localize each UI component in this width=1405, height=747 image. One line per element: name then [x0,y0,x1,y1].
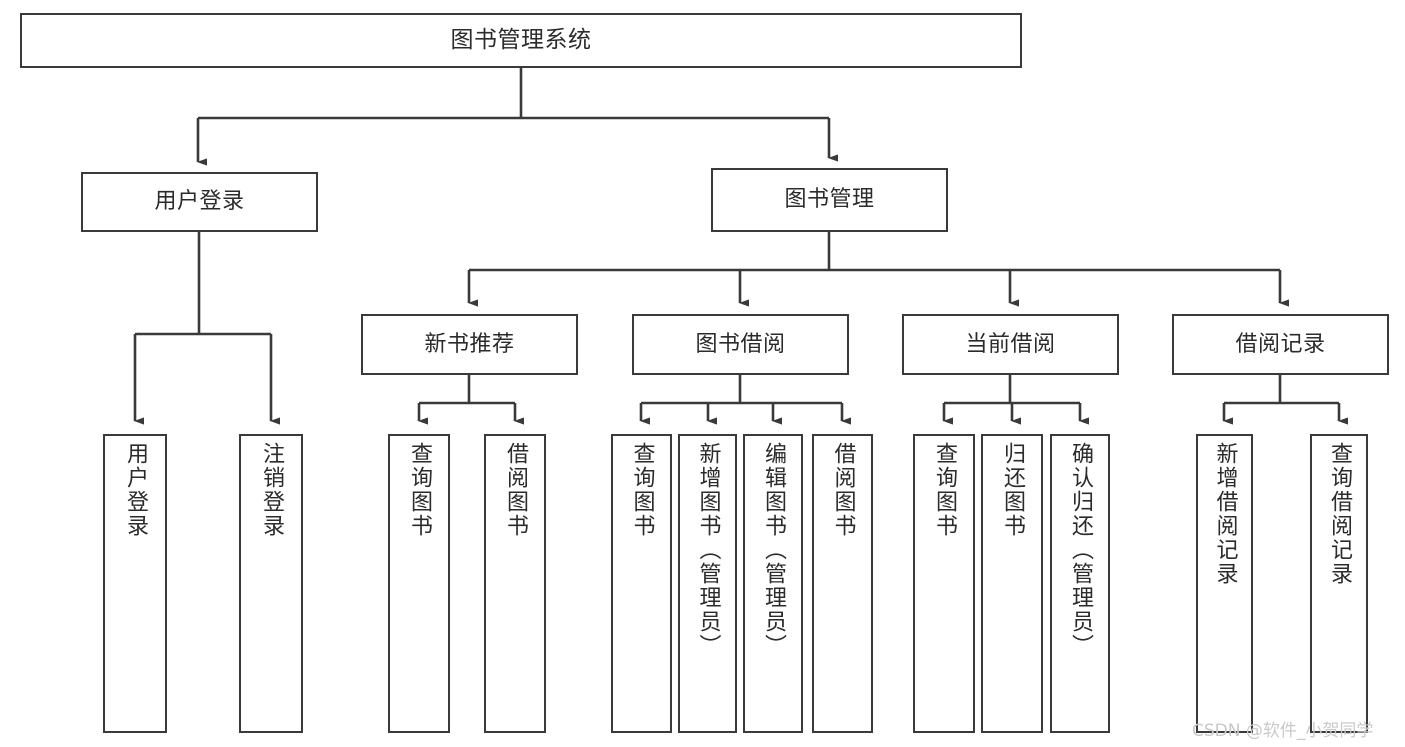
node-label: 查询借阅记录 [1326,442,1352,586]
leaf-newbook-query-book[interactable]: 查询图书 [388,434,450,733]
edges-borrowbook-to-leaves [639,375,851,425]
node-label: 图书管理 [784,187,875,213]
node-label: 确认归还（管理员） [1067,442,1093,658]
leaf-logout[interactable]: 注销登录 [239,434,303,733]
edges-root-to-level2 [196,68,838,166]
leaf-borrow-edit-book-admin[interactable]: 编辑图书（管理员） [743,434,803,733]
node-label: 当前借阅 [965,331,1056,357]
node-label: 归还图书 [999,442,1025,538]
edges-borrowrecord-to-leaves [1222,375,1348,425]
node-label: 借阅图书 [502,442,528,538]
node-label: 注销登录 [258,442,284,538]
node-label: 用户登录 [154,189,245,215]
node-borrow-record[interactable]: 借阅记录 [1172,314,1389,375]
node-label: 用户登录 [122,442,148,538]
leaf-borrow-query-book[interactable]: 查询图书 [611,434,672,733]
node-user-login[interactable]: 用户登录 [81,172,318,232]
node-current-borrow[interactable]: 当前借阅 [902,314,1119,375]
node-label: 借阅记录 [1235,331,1326,357]
leaf-current-confirm-return-admin[interactable]: 确认归还（管理员） [1050,434,1110,733]
node-label: 新增借阅记录 [1212,442,1238,586]
edges-newbook-to-leaves [417,375,524,425]
leaf-current-return-book[interactable]: 归还图书 [981,434,1043,733]
node-label: 新书推荐 [424,331,515,357]
node-root-system[interactable]: 图书管理系统 [20,13,1022,68]
leaf-current-query-book[interactable]: 查询图书 [913,434,975,733]
node-new-book-recommendation[interactable]: 新书推荐 [361,314,578,375]
node-label: 图书管理系统 [450,26,592,53]
edges-bookmgmt-to-level3 [467,232,1289,307]
node-book-management[interactable]: 图书管理 [711,168,948,232]
edges-currentborrow-to-leaves [942,375,1089,425]
node-label: 编辑图书（管理员） [760,442,786,658]
leaf-user-login[interactable]: 用户登录 [103,434,167,733]
node-label: 图书借阅 [695,331,786,357]
node-label: 借阅图书 [830,442,856,538]
edges-userlogin-to-leaves [133,232,280,425]
leaf-record-add-borrow-record[interactable]: 新增借阅记录 [1196,434,1253,733]
node-label: 查询图书 [931,442,957,538]
node-label: 新增图书（管理员） [695,442,721,658]
leaf-borrow-borrow-book[interactable]: 借阅图书 [812,434,873,733]
leaf-newbook-borrow-book[interactable]: 借阅图书 [484,434,546,733]
node-book-borrow[interactable]: 图书借阅 [632,314,849,375]
leaf-record-query-borrow-record[interactable]: 查询借阅记录 [1310,434,1368,733]
node-label: 查询图书 [406,442,432,538]
node-label: 查询图书 [629,442,655,538]
leaf-borrow-add-book-admin[interactable]: 新增图书（管理员） [678,434,737,733]
